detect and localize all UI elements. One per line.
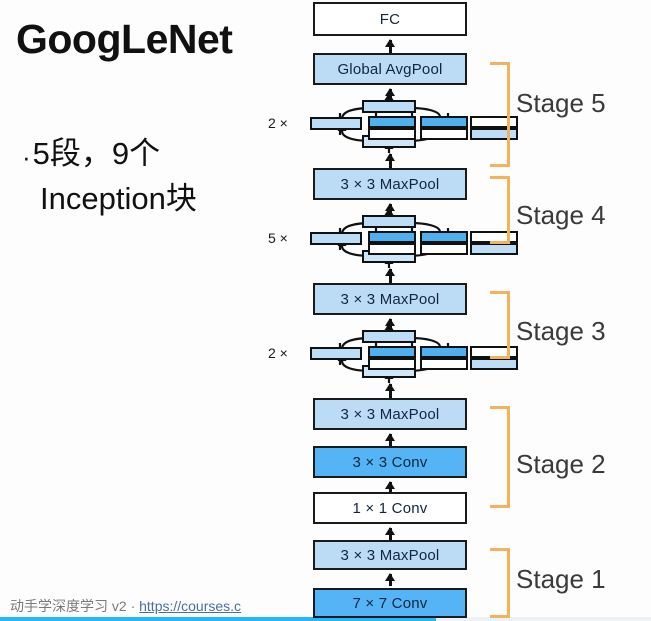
branch-1x1-conv: [310, 232, 362, 245]
branch-3-bottom-conv: [420, 243, 468, 255]
branch-2-bottom-conv: [368, 128, 416, 140]
branch-2-bottom-conv: [368, 243, 416, 255]
branch-1x1-conv: [310, 117, 362, 130]
branch-3-bottom-conv: [420, 128, 468, 140]
arrow-up-icon: [385, 39, 394, 54]
stage-bracket-2: [490, 406, 510, 508]
branch-3-top-conv: [420, 231, 468, 243]
bullet-text-line-2: Inception块: [40, 180, 197, 216]
branch-4-top-pool: [470, 116, 518, 128]
stage-label-2: Stage 2: [516, 449, 606, 479]
branch-2-top-conv: [368, 116, 416, 128]
branch-3-top-conv: [420, 116, 468, 128]
concat-out-bar: [362, 330, 416, 343]
stage-bracket-5: [490, 62, 510, 167]
inception-block-stage4[interactable]: [300, 208, 518, 268]
bullet-list: · 5段，9个 Inception块: [22, 132, 272, 222]
inception-multiplier-stage4: 5 ×: [268, 230, 288, 246]
branch-2-top-conv: [368, 231, 416, 243]
node-conv-7x7[interactable]: 7 × 7 Conv: [313, 588, 467, 618]
node-conv-3x3[interactable]: 3 × 3 Conv: [313, 446, 467, 478]
inception-multiplier-stage5: 2 ×: [268, 115, 288, 131]
node-maxpool-stage2-top[interactable]: 3 × 3 MaxPool: [313, 398, 467, 430]
arrow-up-icon: [385, 433, 394, 446]
node-fc[interactable]: FC: [313, 2, 467, 36]
branch-1x1-conv: [310, 347, 362, 360]
stage-label-4: Stage 4: [516, 200, 606, 230]
inception-multiplier-stage3: 2 ×: [268, 345, 288, 361]
node-maxpool-stage4-top[interactable]: 3 × 3 MaxPool: [313, 168, 467, 200]
branch-4-bottom-conv: [470, 358, 518, 370]
footer-course-link[interactable]: https://courses.c: [139, 598, 242, 614]
branch-4-bottom-conv: [470, 243, 518, 255]
node-maxpool-stage1[interactable]: 3 × 3 MaxPool: [313, 540, 467, 570]
arrow-up-icon: [385, 573, 394, 586]
node-maxpool-stage3-top[interactable]: 3 × 3 MaxPool: [313, 283, 467, 315]
branch-2-bottom-conv: [368, 358, 416, 370]
node-global-avgpool[interactable]: Global AvgPool: [313, 53, 467, 85]
arrow-up-icon: [385, 481, 394, 493]
progress-fill: [0, 617, 437, 621]
arrow-up-icon: [385, 268, 394, 283]
arrow-up-icon: [385, 383, 394, 398]
stage-bracket-3: [490, 291, 510, 359]
footer-attribution: 动手学深度学习 v2 · https://courses.c: [10, 596, 241, 616]
bullet-text-line-1: 5段，9个: [32, 136, 161, 171]
branch-3-bottom-conv: [420, 358, 468, 370]
stage-label-1: Stage 1: [516, 564, 606, 594]
branch-2-top-conv: [368, 346, 416, 358]
branch-3-top-conv: [420, 346, 468, 358]
stage-label-3: Stage 3: [516, 316, 606, 346]
stage-bracket-1: [490, 548, 510, 618]
page-title: GoogLeNet: [16, 16, 233, 62]
bullet-dot-icon: ·: [22, 142, 31, 172]
node-conv-1x1[interactable]: 1 × 1 Conv: [313, 492, 467, 524]
list-item: Inception块: [22, 177, 272, 222]
arrow-up-icon: [385, 153, 394, 168]
stage-bracket-4: [490, 176, 510, 244]
branch-4-bottom-conv: [470, 128, 518, 140]
concat-out-bar: [362, 215, 416, 228]
concat-out-bar: [362, 100, 416, 113]
inception-block-stage3[interactable]: [300, 323, 518, 383]
arrow-up-icon: [385, 527, 394, 540]
inception-block-stage5[interactable]: [300, 93, 518, 153]
stage-label-5: Stage 5: [516, 88, 606, 118]
footer-course-name: 动手学深度学习 v2 ·: [10, 598, 140, 614]
list-item: · 5段，9个: [22, 132, 272, 177]
